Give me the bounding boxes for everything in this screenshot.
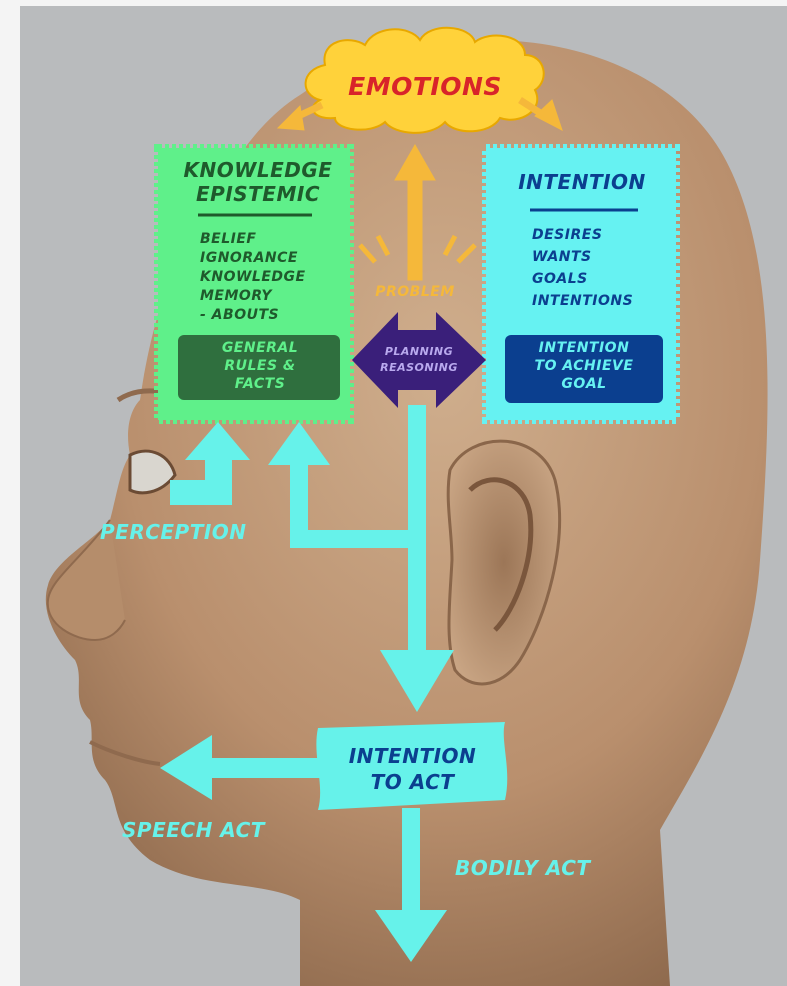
emotions-label: EMOTIONS (340, 74, 510, 100)
planning-label-line2: REASONING (360, 362, 478, 374)
intention-item-wants: WANTS (532, 250, 592, 265)
problem-label: PROBLEM (360, 285, 470, 300)
intention-title: INTENTION (496, 172, 668, 193)
knowledge-rules-line2: RULES & (180, 359, 340, 374)
knowledge-rules-line3: FACTS (180, 377, 340, 392)
top-border-strip (0, 0, 787, 6)
knowledge-item-ignorance: IGNORANCE (200, 251, 298, 266)
speech-act-label: SPEECH ACT (122, 820, 265, 841)
intention-goal-line3: GOAL (505, 377, 663, 392)
knowledge-item-abouts: - ABOUTs (200, 308, 279, 323)
left-border-strip (0, 0, 20, 986)
intention-goal-line1: INTENTION (505, 341, 663, 356)
intention-goal-line2: TO ACHIEVE (505, 359, 663, 374)
intention-item-intentions: INTENTIONS (532, 294, 633, 309)
intention-item-goals: GOALS (532, 272, 588, 287)
bodily-act-label: BODILY ACT (455, 858, 591, 879)
knowledge-title-line2: EPISTEMIC (168, 184, 348, 205)
knowledge-item-memory: MEMORY (200, 289, 272, 304)
intention-to-act-line2: TO ACT (320, 772, 505, 793)
knowledge-rules-line1: GENERAL (180, 341, 340, 356)
knowledge-item-knowledge: KNOWLEDGE (200, 270, 306, 285)
intention-to-act-line1: INTENTION (320, 746, 505, 767)
planning-label-line1: PLANNING (360, 346, 478, 358)
intention-item-desires: DESIRES (532, 228, 602, 243)
perception-label: PERCEPTION (100, 522, 247, 543)
knowledge-item-belief: BELIEF (200, 232, 257, 247)
knowledge-title-line1: KNOWLEDGE (168, 160, 348, 181)
